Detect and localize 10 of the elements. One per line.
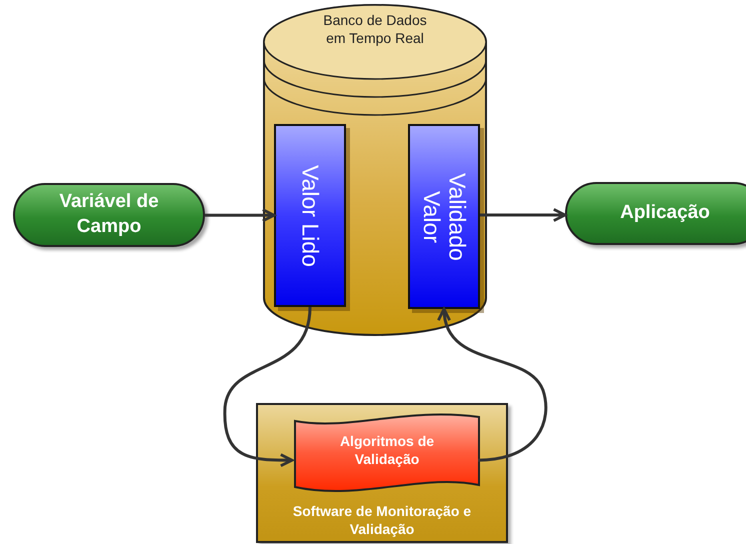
- arrow: [438, 308, 548, 462]
- database-title: Banco de Dados em Tempo Real: [322, 12, 428, 47]
- algorithm-label: Algoritmos de Validação: [338, 432, 436, 468]
- terminal-pill: Aplicação: [565, 182, 746, 245]
- arrow: [480, 208, 566, 222]
- arrow: [205, 208, 276, 222]
- value-box: Valor Lido: [274, 124, 346, 307]
- software-box: Algoritmos de Validação Software de Monitoração e Validação: [256, 403, 508, 543]
- value-box: Valor Validado: [408, 124, 480, 309]
- terminal-pill: Variável de Campo: [13, 183, 205, 247]
